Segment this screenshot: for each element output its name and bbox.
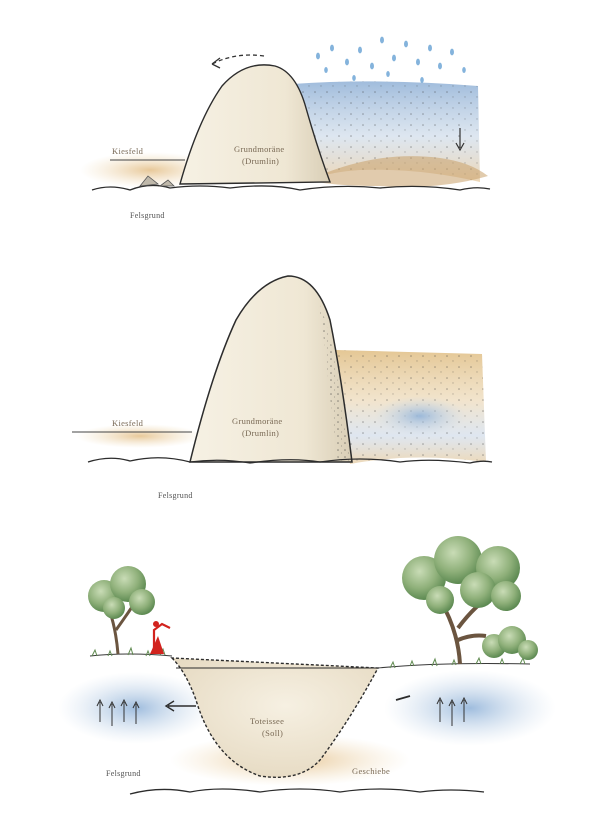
panel2-label-bedrock: Felsgrund: [158, 491, 193, 500]
panel3-groundwater-right: [384, 670, 556, 746]
panel2-label-surface: Kiesfeld: [112, 418, 144, 428]
panel3-ground-line-right: [378, 664, 530, 669]
panel-3: Toteissee (Soll) Felsgrund Geschiebe: [58, 536, 556, 794]
panel3-grass-right: [390, 658, 525, 668]
panel1-rain: [316, 37, 466, 83]
panel3-label-basin-1: Toteissee: [250, 716, 284, 726]
panel3-bedrock-line: [130, 789, 484, 794]
panel2-label-mound-2: (Drumlin): [242, 428, 279, 438]
panel1-drumlin: [180, 65, 330, 184]
person-figure: [150, 621, 170, 654]
panel3-ground-line-left: [90, 654, 172, 656]
panel1-arrow-head: [212, 58, 220, 68]
panel1-label-bedrock: Felsgrund: [130, 211, 165, 220]
panel2-water-patch: [374, 396, 466, 436]
panel3-label-basin-2: (Soll): [262, 728, 283, 738]
tree-left: [88, 566, 155, 654]
panel3-label-soil: Geschiebe: [352, 766, 390, 776]
panel1-dashed-arrow: [212, 55, 264, 64]
panel-2: Kiesfeld Grundmoräne (Drumlin) Felsgrund: [72, 276, 492, 500]
panel2-label-mound-1: Grundmoräne: [232, 416, 283, 426]
panel1-label-mound-1: Grundmoräne: [234, 144, 285, 154]
panel3-label-bedrock: Felsgrund: [106, 769, 141, 778]
panel1-label-surface: Kiesfeld: [112, 146, 144, 156]
panel-1: Kiesfeld Grundmoräne (Drumlin) Felsgrund: [80, 37, 490, 220]
bushes-right: [482, 626, 538, 660]
panel1-label-mound-2: (Drumlin): [242, 156, 279, 166]
